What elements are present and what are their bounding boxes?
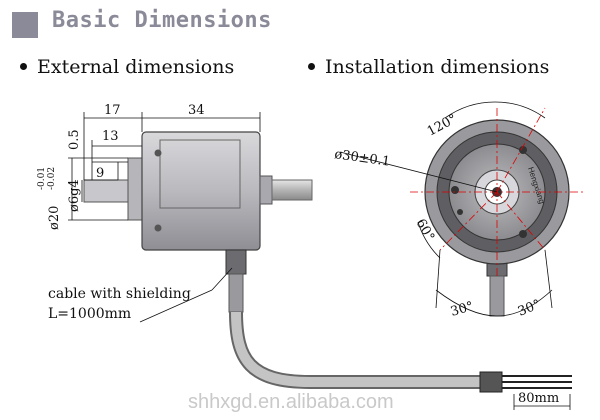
- dim-34: 34: [188, 103, 205, 118]
- encoder-front-view: [424, 119, 570, 317]
- section-external: External dimensions: [20, 56, 234, 78]
- encoder-cable: [225, 249, 572, 393]
- dim-9: 9: [96, 166, 104, 181]
- dim-17: 17: [104, 103, 121, 118]
- section-external-label: External dimensions: [37, 56, 235, 78]
- dim-shaft-diameter: ø6g4: [67, 179, 82, 212]
- cable-note-line1: cable with shielding: [48, 286, 191, 302]
- dim-tolerance-lower: -0.02: [47, 167, 57, 190]
- dim-0-5: 0.5: [67, 129, 82, 150]
- dim-13: 13: [102, 129, 119, 144]
- dim-angle-30-left: 30°: [449, 299, 475, 320]
- section-installation: Installation dimensions: [308, 56, 549, 78]
- bullet-icon: [20, 62, 27, 70]
- dim-cable-end: 80mm: [518, 391, 559, 406]
- page-title: Basic Dimensions: [52, 8, 272, 33]
- external-dimension-lines: [68, 112, 571, 410]
- section-installation-label: Installation dimensions: [325, 56, 550, 78]
- dim-bolt-circle: ø30±0.1: [333, 147, 390, 170]
- cable-note-line2: L=1000mm: [48, 306, 131, 322]
- bullet-icon: [308, 62, 315, 70]
- installation-dimension-lines: [339, 101, 553, 317]
- dim-flange-diameter: ø20: [47, 206, 62, 230]
- header-square-icon: [12, 12, 38, 38]
- dim-tolerance-upper: -0.01: [37, 167, 47, 190]
- watermark: shhxgd.en.alibaba.com: [188, 391, 394, 413]
- encoder-side-view: [83, 131, 313, 251]
